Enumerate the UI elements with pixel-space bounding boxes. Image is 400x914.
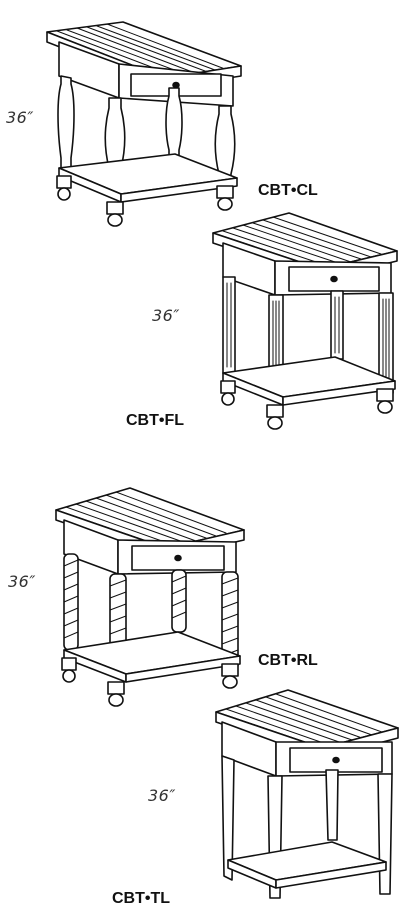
rope-leg-back-left <box>63 553 79 651</box>
turned-leg-back-left <box>57 75 75 169</box>
height-dimension-rl: 36″ <box>8 572 36 591</box>
model-label-rl: CBT•RL <box>258 652 318 669</box>
model-label-fl: CBT•FL <box>126 412 185 429</box>
tapered-leg-back-right <box>325 769 339 841</box>
height-dimension-cl: 36″ <box>6 108 34 127</box>
tapered-leg-back-left <box>221 755 235 881</box>
table-drawing-rl <box>55 487 245 707</box>
table-drawing-cl <box>46 21 242 227</box>
fluted-leg-back-left <box>222 276 236 374</box>
tapered-leg-front-right <box>377 773 393 895</box>
height-dimension-tl: 36″ <box>148 786 176 805</box>
fluted-leg-back-right <box>330 290 344 360</box>
table-drawing-tl <box>215 689 399 899</box>
model-label-cl: CBT•CL <box>258 182 318 199</box>
table-drawing-fl <box>212 212 398 430</box>
butcher-block-stripes <box>56 23 226 77</box>
turned-leg-back-right <box>165 87 183 159</box>
height-dimension-fl: 36″ <box>152 306 180 325</box>
rope-leg-back-right <box>171 569 187 633</box>
model-label-tl: CBT•TL <box>112 890 171 907</box>
